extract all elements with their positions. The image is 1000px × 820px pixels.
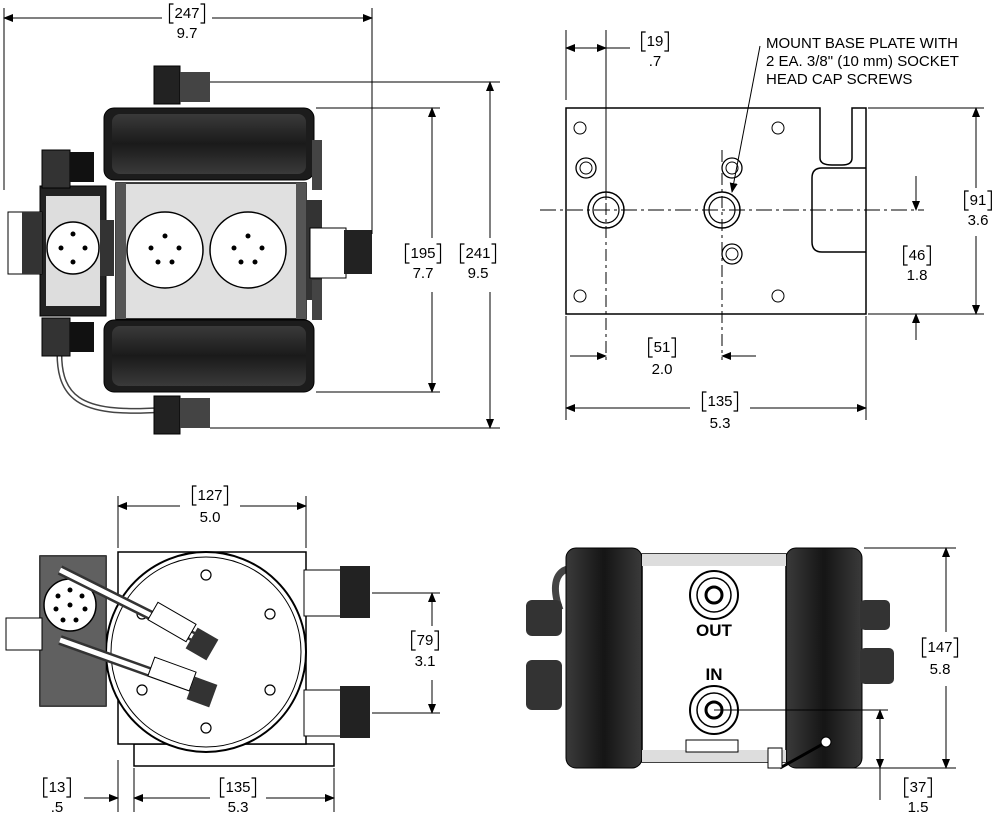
- base-plate-dimensions: [565, 30, 984, 420]
- dim-front-base: 135 5.3: [219, 777, 257, 816]
- dim-bracket: [434, 630, 439, 651]
- dim-bracket: [664, 31, 669, 52]
- dim-in: 5.3: [710, 415, 731, 432]
- dim-bracket: [927, 777, 932, 798]
- note-line-3: HEAD CAP SCREWS: [766, 71, 912, 88]
- dim-in: 3.1: [415, 653, 436, 670]
- dim-in: 5.3: [228, 799, 249, 816]
- side-view-dimensions: [836, 547, 956, 800]
- dim-mm: 19: [647, 33, 664, 50]
- dim-mm: 37: [910, 779, 927, 796]
- dim-in: 1.5: [908, 799, 929, 816]
- base-plate-view: [540, 45, 924, 360]
- dim-bracket: [987, 190, 992, 211]
- dim-in: 1.8: [907, 267, 928, 284]
- dim-bracket: [223, 485, 229, 506]
- dim-front-width: 127 5.0: [191, 485, 229, 526]
- dim-bracket: [43, 777, 48, 798]
- dim-mm: 127: [197, 487, 222, 504]
- top-view-dimensions: [3, 8, 500, 429]
- top-view: [7, 65, 372, 435]
- side-view: OUT IN: [526, 547, 894, 770]
- dim-bracket: [964, 190, 969, 211]
- dim-plate-height: 91 3.6: [964, 190, 992, 229]
- dim-mm: 79: [417, 632, 434, 649]
- dim-in: 9.5: [468, 265, 489, 282]
- dim-side-height: 147 5.8: [921, 637, 959, 678]
- dim-in: 2.0: [652, 361, 673, 378]
- dim-bracket: [436, 243, 442, 264]
- dim-side-in-port: 37 1.5: [904, 777, 932, 816]
- dim-in: 5.0: [200, 509, 221, 526]
- dim-bracket: [648, 337, 653, 358]
- dim-mm: 195: [410, 245, 435, 262]
- dim-bracket: [641, 31, 646, 52]
- dim-mm: 51: [654, 339, 671, 356]
- dim-in: 5.8: [930, 661, 951, 678]
- dim-bracket: [219, 777, 225, 798]
- dim-bracket: [671, 337, 676, 358]
- dim-top-height-outer: 241 9.5: [459, 243, 497, 282]
- dim-bracket: [411, 630, 416, 651]
- note-line-2: 2 EA. 3/8" (10 mm) SOCKET: [766, 53, 959, 70]
- dim-plate-width: 135 5.3: [701, 391, 739, 432]
- dim-bracket: [251, 777, 257, 798]
- dim-in: .7: [649, 53, 662, 70]
- dim-bracket: [953, 637, 959, 658]
- dim-mm: 13: [49, 779, 66, 796]
- dim-bracket: [904, 777, 909, 798]
- dim-bracket: [491, 243, 497, 264]
- dim-bracket: [404, 243, 410, 264]
- mount-note: MOUNT BASE PLATE WITH 2 EA. 3/8" (10 mm)…: [766, 35, 959, 88]
- dim-plate-edge: 19 .7: [641, 31, 669, 70]
- dim-bracket: [66, 777, 71, 798]
- front-view: [5, 551, 370, 767]
- dim-front-ports: 79 3.1: [411, 630, 439, 670]
- dim-bracket: [903, 245, 908, 266]
- dim-mm: 135: [707, 393, 732, 410]
- dim-mm: 91: [970, 192, 987, 209]
- dim-mm: 241: [465, 245, 490, 262]
- plate-holes: [573, 121, 785, 303]
- out-port-label: OUT: [696, 621, 733, 640]
- in-port-label: IN: [706, 665, 723, 684]
- dim-bracket: [459, 243, 465, 264]
- dim-bracket: [921, 637, 927, 658]
- front-view-dimensions: [84, 496, 440, 812]
- dim-top-height-inner: 195 7.7: [404, 243, 442, 282]
- dim-bracket: [191, 485, 197, 506]
- dim-mm: 135: [225, 779, 250, 796]
- dim-bracket: [926, 245, 931, 266]
- dim-bracket: [200, 3, 206, 24]
- dim-front-offset: 13 .5: [43, 777, 71, 816]
- dim-bracket: [733, 391, 739, 412]
- dim-top-width: 247 9.7: [168, 3, 206, 42]
- dim-mm: 147: [927, 639, 952, 656]
- dim-plate-hole: 51 2.0: [648, 337, 676, 378]
- dim-in: 3.6: [968, 212, 989, 229]
- dim-mm: 46: [909, 247, 926, 264]
- dim-mm: 247: [174, 5, 199, 22]
- dim-bracket: [168, 3, 174, 24]
- note-line-1: MOUNT BASE PLATE WITH: [766, 35, 958, 52]
- dim-in: 7.7: [413, 265, 434, 282]
- dim-bracket: [701, 391, 707, 412]
- dim-in: .5: [51, 799, 64, 816]
- dim-plate-half: 46 1.8: [903, 245, 931, 284]
- dim-in: 9.7: [177, 25, 198, 42]
